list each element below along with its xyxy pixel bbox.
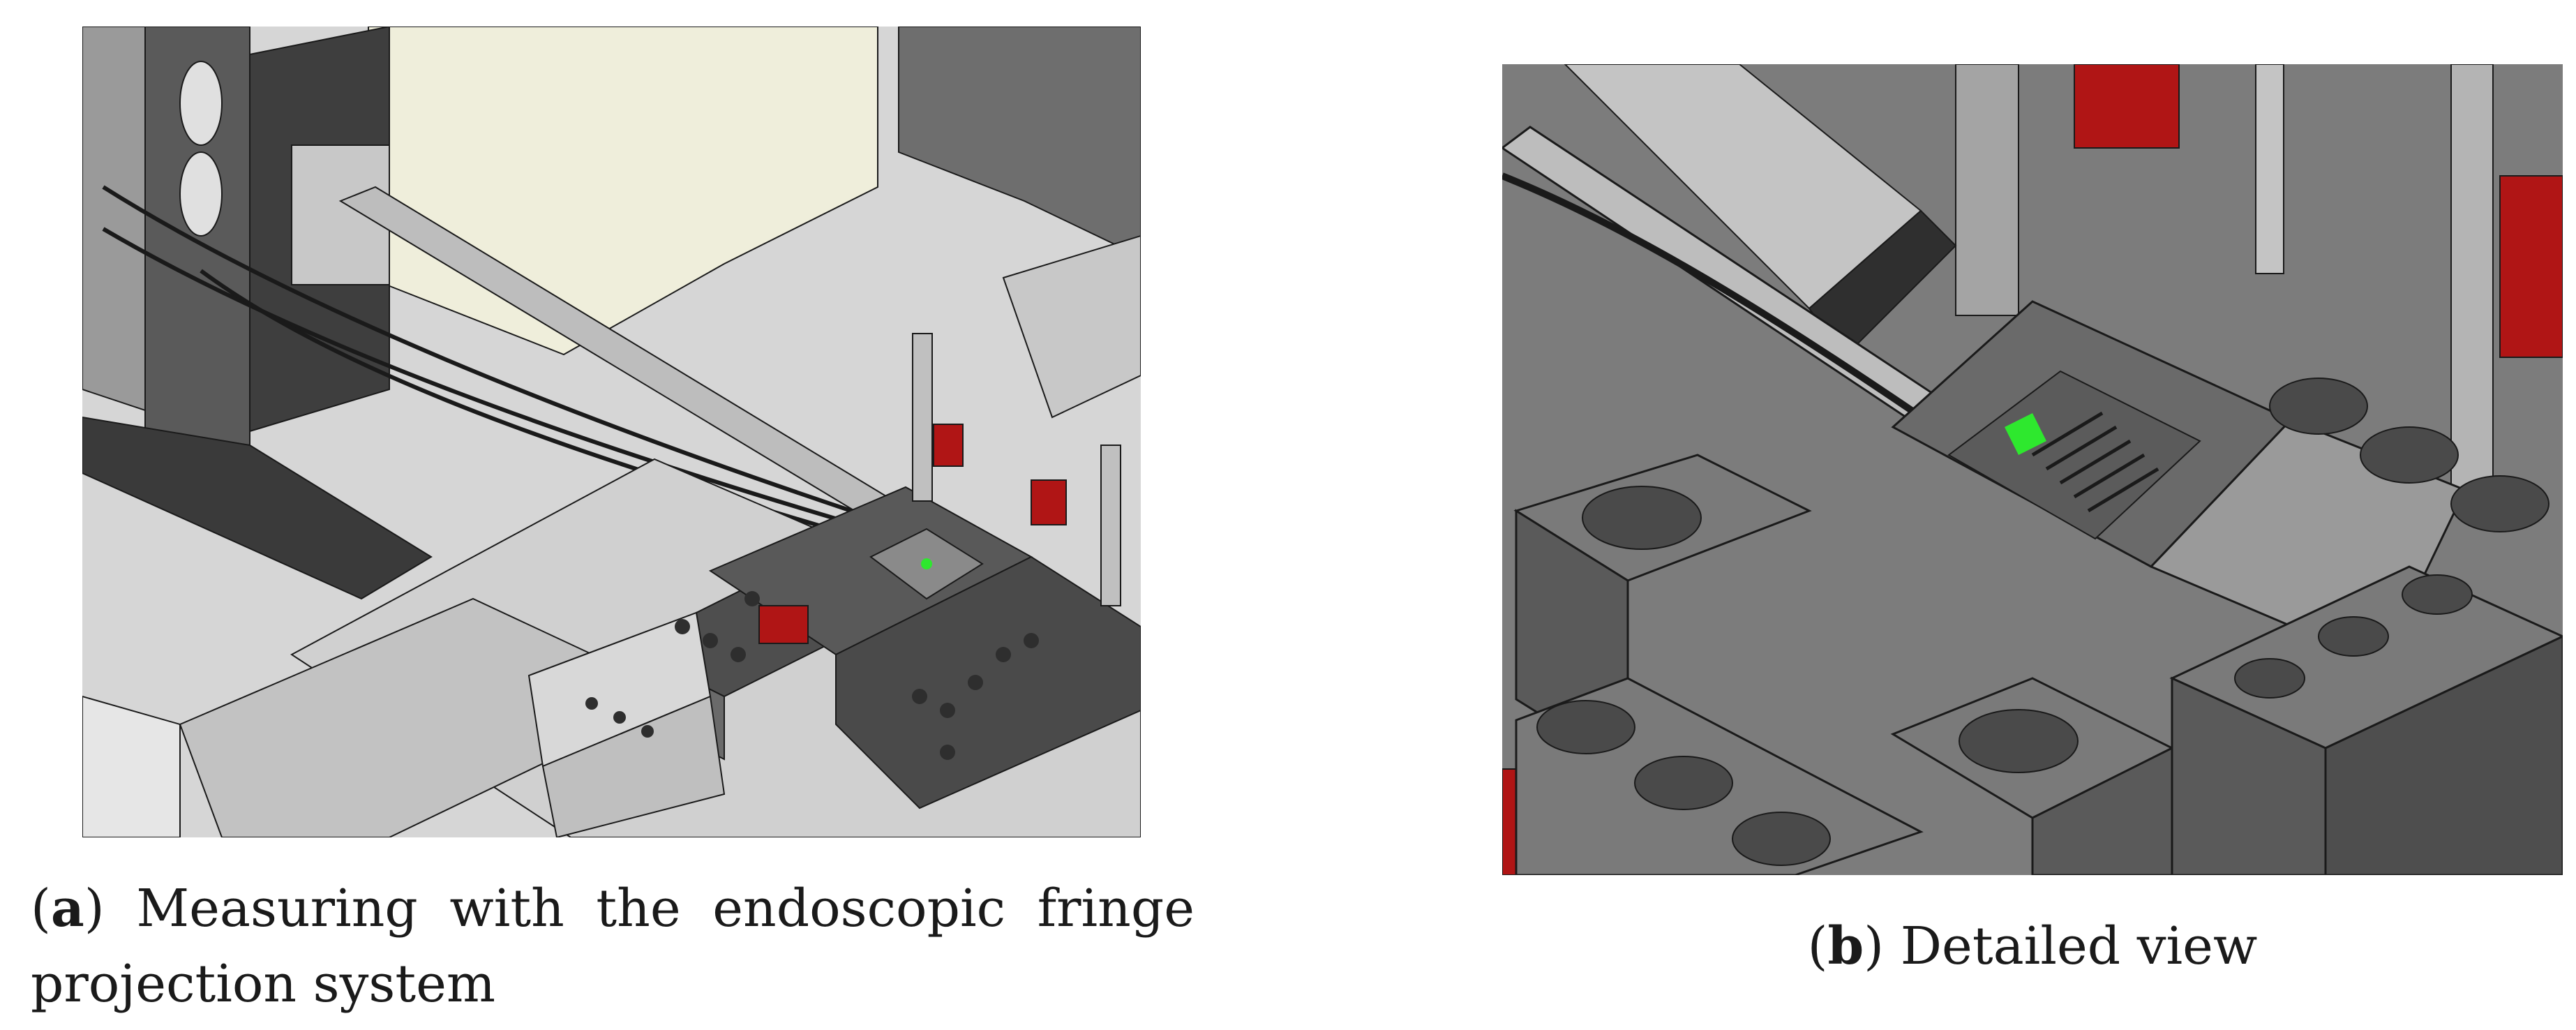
column-hole (179, 61, 223, 146)
caption-a-label: a (50, 879, 84, 939)
caption-b-label: b (1827, 916, 1864, 976)
bore-hole (2360, 426, 2459, 484)
table-edge (82, 695, 181, 837)
caption-a-line1: (a) Measuring with the endoscopic fringe (31, 879, 1195, 939)
cable (102, 185, 864, 517)
base-rail (82, 416, 433, 600)
fixture-block-side (2171, 676, 2327, 875)
caption-a-line2: projection system (31, 954, 496, 1014)
bore-hole (2234, 658, 2305, 699)
bore-hole (1582, 486, 1702, 550)
bore-hole (2269, 378, 2368, 435)
right-housing (898, 27, 1141, 258)
fringe-slots (2031, 411, 2159, 513)
figure-panel-b (1502, 64, 2563, 875)
vertical-post (2255, 64, 2284, 274)
vertical-post (1955, 64, 2019, 316)
bore-hole (1634, 756, 1733, 810)
red-clamp (2499, 175, 2563, 358)
bore-hole (1959, 709, 2079, 773)
cable (102, 227, 871, 531)
bore-hole (2450, 475, 2549, 532)
caption-b-text: Detailed view (1900, 916, 2258, 976)
fixture-holes (585, 591, 1039, 760)
bore-hole (2402, 574, 2473, 615)
red-clamp (758, 605, 809, 644)
figure-panel-a (82, 27, 1141, 837)
caption-panel-a: (a) Measuring with the endoscopic fringe… (31, 871, 1195, 1022)
bore-hole (1732, 812, 1831, 866)
post (1100, 445, 1121, 606)
cad-overview-render (82, 27, 1141, 837)
bore-hole (2318, 616, 2389, 657)
workpiece (1947, 370, 2201, 540)
column-hole (179, 151, 223, 237)
red-clamp (2074, 64, 2180, 149)
fixture-block (835, 555, 1141, 809)
post (912, 333, 933, 502)
caption-a-text1: Measuring with the endoscopic fringe (136, 879, 1195, 939)
cable (1502, 172, 1979, 458)
bore-hole (1536, 700, 1635, 754)
vertical-post (2450, 64, 2494, 498)
table-slab (179, 597, 684, 837)
cad-detail-render (1502, 64, 2563, 875)
sensor-spot (2005, 413, 2046, 455)
table-slab (1002, 234, 1141, 419)
caption-panel-b: (b) Detailed view (1807, 916, 2258, 976)
sensor-spot (921, 558, 932, 569)
red-clamp (1031, 479, 1067, 525)
red-clamp (933, 424, 964, 467)
fixture-block-front (2324, 635, 2563, 875)
light-block-side (541, 695, 726, 837)
fixture-block-side (2031, 746, 2173, 875)
